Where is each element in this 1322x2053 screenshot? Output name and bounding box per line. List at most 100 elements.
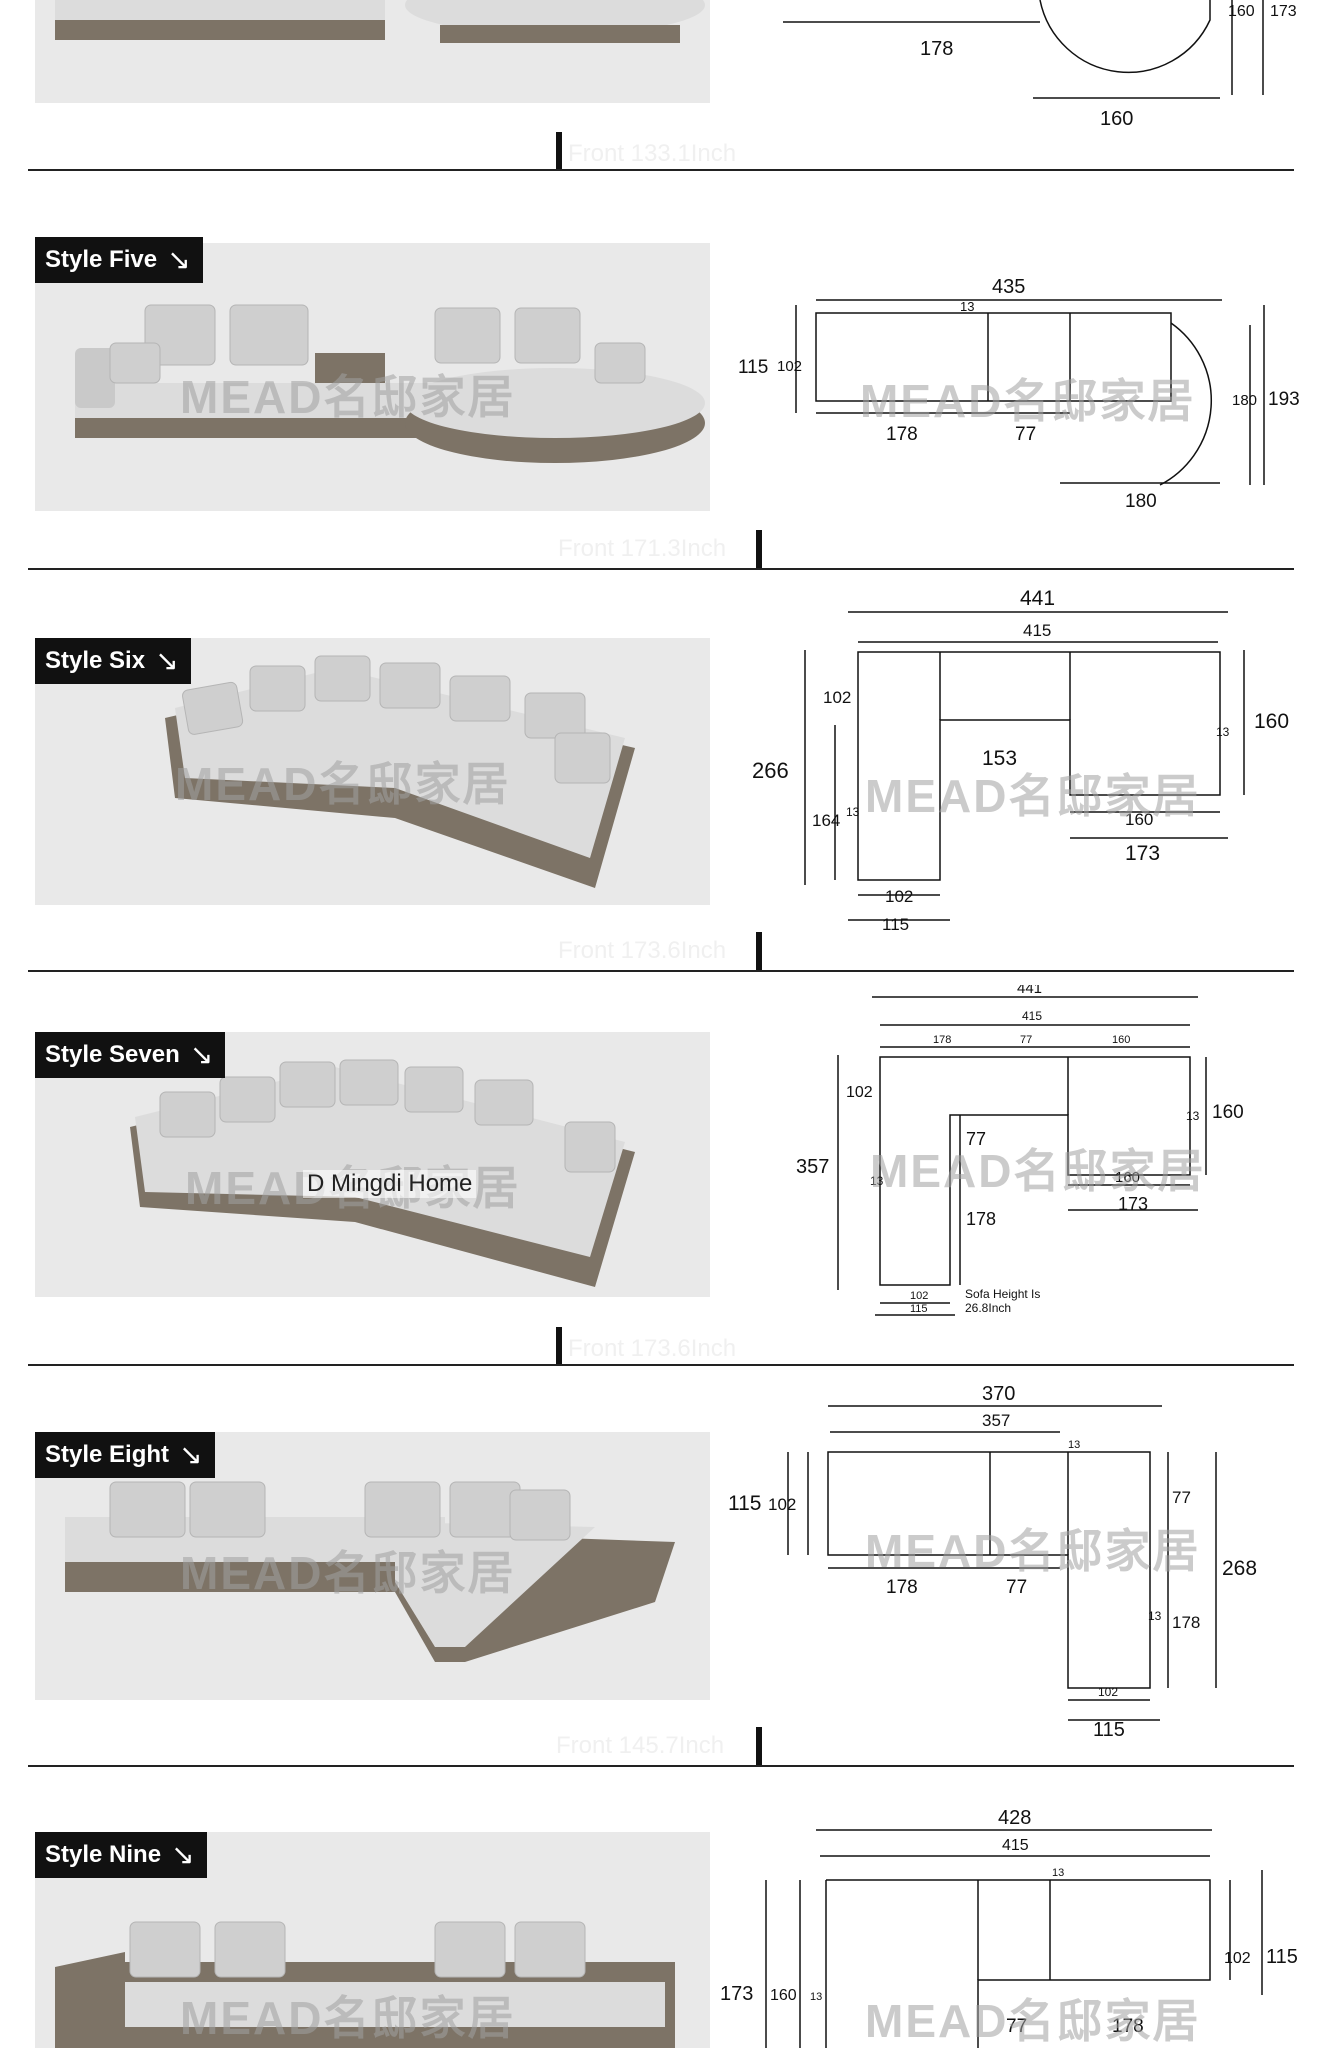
dim-115-bottom: 115 — [882, 915, 909, 934]
section-divider — [28, 1765, 1294, 1767]
section-style-eight: MEAD名邸家居 Style Eight ↘ 370 357 — [0, 1370, 1322, 1770]
style-tag: Style Six ↘ — [35, 638, 191, 684]
dim-160-bottom: 160 — [1125, 810, 1153, 829]
floorplan-svg: 441 415 102 266 164 13 13 153 160 160 17… — [752, 587, 1289, 934]
floorplan-svg: 441 415 178 77 160 102 357 13 13 77 178 … — [796, 980, 1244, 1316]
dim-266: 266 — [752, 758, 789, 783]
floorplan-svg: 178 160 160 173 — [783, 0, 1297, 130]
dimension-drawing: 441 415 102 266 164 13 13 153 160 160 17… — [720, 570, 1320, 950]
dim-178-seg: 178 — [933, 1034, 951, 1046]
dim-13-a: 13 — [846, 805, 860, 819]
watermark: MEAD名邸家居 — [180, 1547, 516, 1599]
section-divider — [28, 568, 1294, 570]
front-label: Front 173.6Inch — [558, 937, 727, 964]
section-style-five: MEAD名邸家居 Style Five ↘ 435 13 115 102 178 — [0, 235, 1322, 570]
dim-115-bottom: 115 — [910, 1303, 928, 1315]
style-tag: Style Seven ↘ — [35, 1032, 226, 1078]
front-label: Front 173.6Inch — [568, 1335, 737, 1362]
front-marker — [556, 132, 562, 170]
dim-102-left: 102 — [846, 1084, 873, 1101]
dim-173-right: 173 — [1270, 3, 1297, 20]
dim-370: 370 — [982, 1383, 1015, 1405]
dim-160: 160 — [770, 1987, 797, 2004]
dim-13: 13 — [960, 299, 974, 314]
arrow-down-right-icon: ↘ — [167, 244, 191, 275]
dim-415: 415 — [1002, 1837, 1029, 1854]
section-style-six: MEAD名邸家居 Style Six ↘ 441 415 102 — [0, 570, 1322, 975]
section-top-partial: 178 160 160 173 Front 133.1Inch — [0, 0, 1322, 175]
dim-77: 77 — [1015, 424, 1036, 445]
dim-268: 268 — [1222, 1557, 1257, 1580]
watermark: MEAD名邸家居 — [865, 1525, 1201, 1577]
dim-415: 415 — [1023, 621, 1051, 640]
dim-160-right: 160 — [1212, 1102, 1244, 1123]
front-marker — [556, 1327, 562, 1365]
watermark: MEAD名邸家居 — [870, 1145, 1206, 1197]
front-marker — [756, 530, 762, 568]
front-marker — [756, 932, 762, 970]
dim-13-b: 13 — [810, 1991, 822, 2003]
dim-102-bottom: 102 — [885, 887, 913, 906]
section-divider — [28, 169, 1294, 171]
dim-102-left: 102 — [823, 688, 851, 707]
dim-13-a: 13 — [870, 1174, 884, 1188]
dim-115: 115 — [738, 357, 768, 378]
watermark: MEAD名邸家居 — [865, 770, 1201, 822]
style-tag-label: Style Eight — [45, 1441, 170, 1468]
watermark: MEAD名邸家居 — [180, 371, 516, 423]
style-tag-label: Style Nine — [45, 1841, 162, 1868]
dim-173: 173 — [1125, 842, 1160, 865]
sofa-illustration — [55, 1921, 675, 2048]
sofa-photo: MEAD名邸家居 D Mingdi Home — [35, 1032, 710, 1297]
floorplan-svg: 428 415 13 13 173 160 102 115 77 178 — [720, 1807, 1298, 2048]
front-label: Front 133.1Inch — [568, 140, 737, 167]
dimension-drawing: 428 415 13 13 173 160 102 115 77 178 MEA… — [720, 1807, 1320, 2048]
arrow-down-right-icon: ↘ — [171, 1839, 195, 1870]
watermark: MEAD名邸家居 — [865, 1995, 1201, 2047]
dim-357: 357 — [796, 1156, 829, 1178]
dim-178: 178 — [886, 424, 918, 445]
sofa-photo: MEAD名邸家居 — [35, 638, 710, 905]
style-tag: Style Nine ↘ — [35, 1832, 207, 1878]
dim-77: 77 — [1006, 1577, 1027, 1598]
section-style-seven: MEAD名邸家居 D Mingdi Home Style Seven ↘ 441 — [0, 975, 1322, 1370]
watermark: MEAD名邸家居 — [180, 1992, 516, 2044]
dimension-drawing: 441 415 178 77 160 102 357 13 13 77 178 … — [720, 980, 1320, 1330]
section-divider — [28, 1364, 1294, 1366]
front-label: Front 145.7Inch — [556, 1732, 725, 1759]
sofa-illustration — [55, 0, 705, 43]
dim-13-a: 13 — [1068, 1439, 1080, 1451]
dim-173: 173 — [720, 1983, 753, 2005]
dim-102-bottom: 102 — [910, 1290, 928, 1302]
dim-178-right: 178 — [1172, 1613, 1200, 1632]
section-divider — [28, 970, 1294, 972]
overlay-caption: D Mingdi Home — [303, 1170, 477, 1198]
dimension-drawing: 435 13 115 102 178 77 180 180 193 MEAD名邸… — [720, 235, 1320, 525]
dimension-drawing: 178 160 160 173 — [720, 0, 1320, 140]
dim-160-bottom: 160 — [1115, 1169, 1140, 1186]
floorplan-svg: 370 357 13 13 115 102 178 77 77 268 178 … — [728, 1383, 1257, 1741]
dimension-drawing: 370 357 13 13 115 102 178 77 77 268 178 … — [720, 1380, 1320, 1741]
front-label: Front 171.3Inch — [558, 535, 727, 562]
dim-13-b: 13 — [1186, 1109, 1200, 1123]
dim-164: 164 — [812, 811, 840, 830]
dim-115-right: 115 — [1266, 1946, 1298, 1968]
dim-415: 415 — [1022, 1009, 1042, 1023]
sofa-illustration — [165, 655, 635, 888]
dim-77-right: 77 — [1172, 1488, 1191, 1507]
style-tag: Style Eight ↘ — [35, 1432, 215, 1478]
dim-180-right: 180 — [1232, 392, 1257, 409]
watermark: MEAD名邸家居 — [860, 375, 1196, 427]
dim-77-seg: 77 — [1020, 1034, 1032, 1046]
dim-160-right: 160 — [1254, 710, 1289, 733]
dim-193: 193 — [1268, 389, 1300, 410]
dim-357: 357 — [982, 1411, 1010, 1430]
dim-173: 173 — [1118, 1194, 1148, 1214]
dim-13-b: 13 — [1148, 1609, 1162, 1623]
dim-441: 441 — [1020, 587, 1055, 610]
style-tag-label: Style Six — [45, 647, 146, 674]
dim-102-bottom: 102 — [1098, 1685, 1118, 1699]
style-tag: Style Five ↘ — [35, 237, 203, 283]
dim-102-right: 102 — [1224, 1950, 1251, 1967]
sofa-illustration — [65, 1481, 675, 1662]
